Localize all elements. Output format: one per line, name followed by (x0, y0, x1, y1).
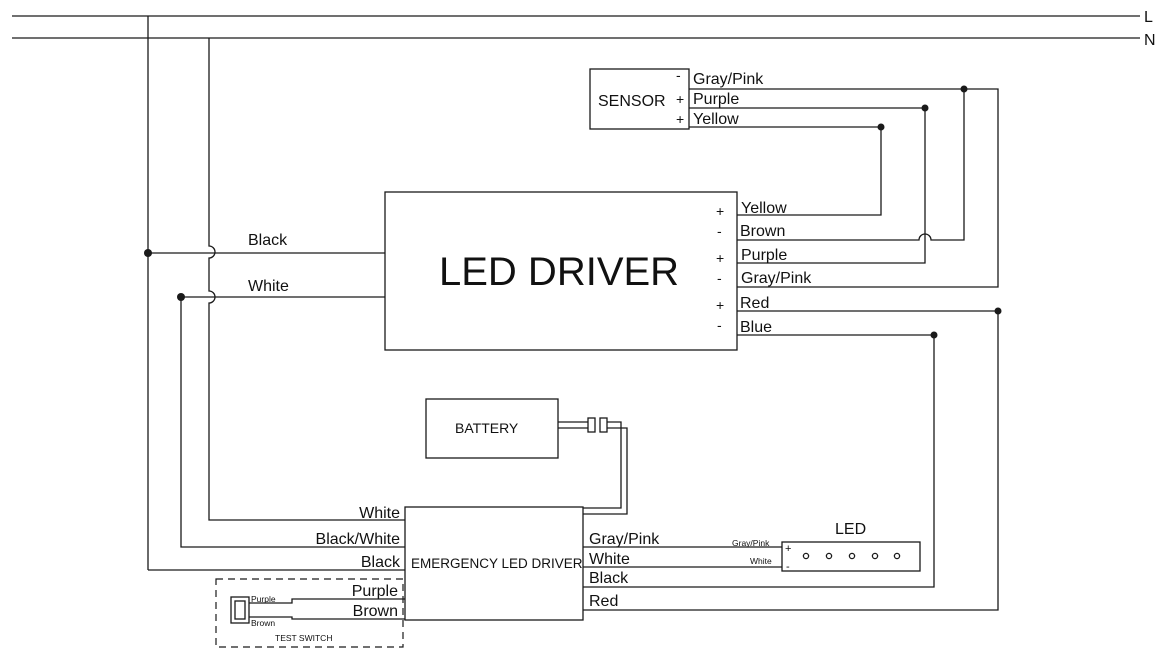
test-switch-purple-wire (249, 598, 405, 604)
sensor-purple-label: Purple (693, 91, 739, 108)
battery-lead-wire (583, 427, 628, 515)
sensor-graypink-wire (689, 88, 999, 288)
driver-sign-brown: - (717, 223, 722, 239)
junction-dot (960, 85, 968, 93)
led-chip (825, 552, 833, 560)
emergency-purple-label: Purple (352, 583, 398, 600)
test-switch-button[interactable] (234, 600, 246, 620)
driver-yellow-label: Yellow (741, 200, 787, 217)
sensor-graypink-label: Gray/Pink (693, 71, 764, 88)
sensor-sign-graypink: - (676, 67, 681, 83)
led-chip (802, 552, 810, 560)
emergency-blackwhite-label: Black/White (316, 531, 401, 548)
led-box (781, 541, 921, 572)
emergency-out-white-label: White (589, 551, 630, 568)
junction-dot (921, 104, 929, 112)
battery-connector (587, 417, 596, 433)
emergency-driver-box (404, 506, 584, 621)
sensor-purple-wire (689, 107, 926, 264)
driver-purple-label: Purple (741, 247, 787, 264)
junction-dot (877, 123, 885, 131)
junction-dot (994, 307, 1002, 315)
driver-brown-wire (737, 89, 965, 241)
emergency-out-red-label: Red (589, 593, 618, 610)
driver-sign-blue: - (717, 317, 722, 333)
driver-white-label: White (248, 278, 289, 295)
driver-red-label: Red (740, 295, 769, 312)
emergency-out-graypink-label: Gray/Pink (589, 531, 660, 548)
junction-dot (177, 293, 185, 301)
led-plus-sign: + (785, 543, 791, 555)
test-switch-brown-wire (249, 616, 405, 620)
test-switch-brown-small-label: Brown (251, 618, 275, 628)
emergency-white-label: White (359, 505, 400, 522)
driver-red-wire (583, 310, 999, 611)
driver-sign-graypink: - (717, 270, 722, 286)
n-feeder-wire (208, 38, 405, 521)
led-driver-title: LED DRIVER (439, 250, 679, 294)
led-driver-box (384, 191, 738, 351)
driver-blue-wire (583, 334, 935, 588)
junction-dot (144, 249, 152, 257)
line-l-label: L (1144, 9, 1153, 26)
emergency-out-black-label: Black (589, 570, 629, 587)
driver-blue-label: Blue (740, 319, 772, 336)
sensor-sign-purple: + (676, 91, 684, 107)
battery-box (425, 398, 559, 459)
led-chip (871, 552, 879, 560)
black-white-feed-wire (180, 297, 405, 548)
line-n-label: N (1144, 32, 1156, 49)
battery-title: BATTERY (455, 420, 519, 436)
sensor-yellow-wire (689, 126, 882, 216)
led-minus-sign: - (786, 561, 790, 573)
led-chips (802, 552, 901, 560)
test-switch-outline (215, 578, 404, 648)
led-chip (848, 552, 856, 560)
emergency-driver-title: EMERGENCY LED DRIVER (411, 556, 583, 571)
sensor-box (589, 68, 690, 130)
driver-sign-red: + (716, 297, 724, 313)
emergency-black-label: Black (361, 554, 401, 571)
test-switch-purple-small-label: Purple (251, 594, 276, 604)
led-title: LED (835, 521, 866, 538)
led-white-small-label: White (750, 556, 772, 566)
driver-sign-yellow: + (716, 203, 724, 219)
sensor-sign-yellow: + (676, 111, 684, 127)
driver-black-label: Black (248, 232, 288, 249)
sensor-title: SENSOR (598, 93, 666, 110)
driver-graypink-label: Gray/Pink (741, 270, 812, 287)
led-graypink-small-label: Gray/Pink (732, 538, 770, 548)
junction-dot (930, 331, 938, 339)
battery-lead-wire (583, 421, 622, 509)
sensor-yellow-label: Yellow (693, 111, 739, 128)
battery-connector (599, 417, 608, 433)
led-chip (893, 552, 901, 560)
driver-brown-label: Brown (740, 223, 785, 240)
emergency-brown-label: Brown (353, 603, 398, 620)
driver-sign-purple: + (716, 250, 724, 266)
test-switch-title: TEST SWITCH (275, 633, 332, 643)
